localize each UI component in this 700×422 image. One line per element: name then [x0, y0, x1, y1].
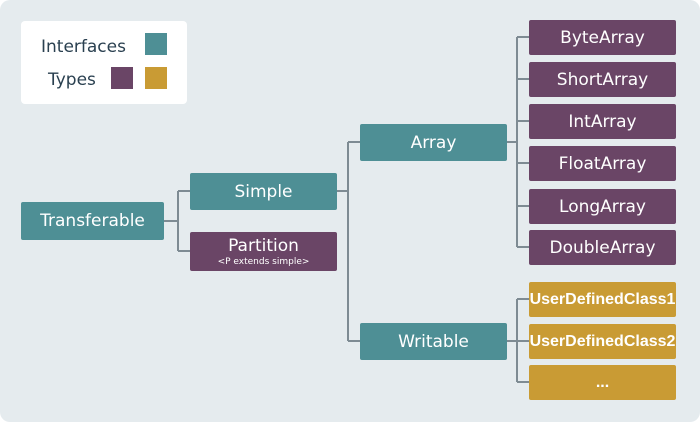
- node-array: Array: [360, 124, 507, 161]
- legend: Interfaces Types: [21, 21, 187, 104]
- node-double-array-label: DoubleArray: [549, 237, 656, 258]
- node-double-array: DoubleArray: [529, 230, 676, 265]
- node-user-defined-class-2: UserDefinedClass2: [529, 324, 676, 359]
- node-int-array-label: IntArray: [568, 111, 637, 132]
- node-simple: Simple: [190, 173, 337, 210]
- connector-writable-children: [507, 298, 529, 383]
- node-long-array-label: LongArray: [559, 196, 646, 217]
- node-float-array-label: FloatArray: [558, 153, 647, 174]
- node-partition: Partition <P extends simple>: [190, 232, 337, 271]
- node-user-defined-class-1-label: UserDefinedClass1: [529, 290, 676, 308]
- legend-type-gold-swatch: [145, 67, 167, 89]
- node-transferable-label: Transferable: [40, 211, 145, 231]
- legend-interfaces-label: Interfaces: [41, 37, 126, 57]
- node-float-array: FloatArray: [529, 146, 676, 181]
- node-user-defined-class-1: UserDefinedClass1: [529, 282, 676, 317]
- node-short-array: ShortArray: [529, 62, 676, 97]
- node-transferable: Transferable: [21, 202, 164, 240]
- node-ellipsis-label: ...: [595, 373, 610, 391]
- connector-transferable-children: [164, 190, 190, 252]
- connector-simple-children: [337, 141, 360, 342]
- node-writable-label: Writable: [398, 331, 469, 352]
- legend-interface-swatch: [145, 33, 167, 55]
- node-long-array: LongArray: [529, 189, 676, 224]
- node-partition-sublabel: <P extends simple>: [217, 256, 310, 267]
- connector-array-children: [507, 36, 529, 248]
- node-simple-label: Simple: [234, 181, 293, 202]
- node-partition-label: Partition: [228, 235, 299, 256]
- node-ellipsis: ...: [529, 365, 676, 400]
- node-user-defined-class-2-label: UserDefinedClass2: [529, 332, 676, 350]
- node-short-array-label: ShortArray: [556, 69, 649, 90]
- legend-types-label: Types: [48, 70, 96, 90]
- node-int-array: IntArray: [529, 104, 676, 139]
- node-byte-array: ByteArray: [529, 20, 676, 55]
- legend-type-purple-swatch: [111, 67, 133, 89]
- node-writable: Writable: [360, 323, 507, 360]
- node-array-label: Array: [410, 132, 457, 153]
- node-byte-array-label: ByteArray: [560, 27, 645, 48]
